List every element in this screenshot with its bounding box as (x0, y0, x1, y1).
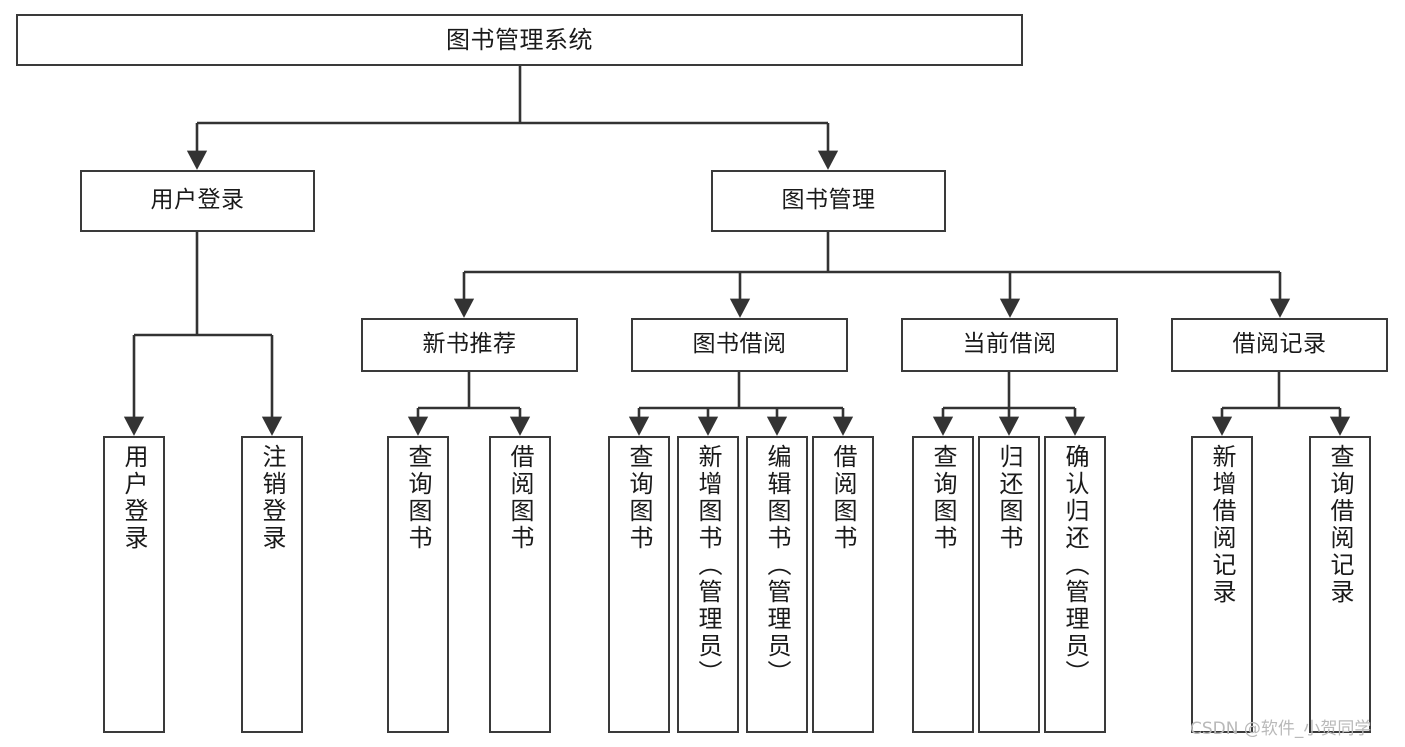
leaf-confirm-return-admin[interactable]: 确认归还（管理员） (1044, 436, 1106, 733)
leaf-add-book-admin[interactable]: 新增图书（管理员） (677, 436, 739, 733)
node-label: 查询借阅记录 (1326, 444, 1354, 606)
node-label: 确认归还（管理员） (1061, 444, 1089, 687)
node-label: 用户登录 (150, 187, 245, 214)
node-label: 当前借阅 (962, 331, 1057, 358)
leaf-user-login[interactable]: 用户登录 (103, 436, 165, 733)
node-book-management[interactable]: 图书管理 (711, 170, 946, 232)
node-label: 图书借阅 (692, 331, 787, 358)
node-label: 借阅图书 (506, 444, 534, 552)
leaf-return-book[interactable]: 归还图书 (978, 436, 1040, 733)
node-label: 查询图书 (404, 444, 432, 552)
leaf-borrow-book-new[interactable]: 借阅图书 (489, 436, 551, 733)
node-new-book-recommendation[interactable]: 新书推荐 (361, 318, 578, 372)
node-label: 新增借阅记录 (1208, 444, 1236, 606)
node-label: 新增图书（管理员） (694, 444, 722, 687)
node-label: 借阅记录 (1232, 331, 1327, 358)
node-label: 归还图书 (995, 444, 1023, 552)
leaf-query-borrow-record[interactable]: 查询借阅记录 (1309, 436, 1371, 733)
leaf-borrow-book[interactable]: 借阅图书 (812, 436, 874, 733)
node-user-login[interactable]: 用户登录 (80, 170, 315, 232)
leaf-add-borrow-record[interactable]: 新增借阅记录 (1191, 436, 1253, 733)
node-root-book-management-system[interactable]: 图书管理系统 (16, 14, 1023, 66)
leaf-query-book-new[interactable]: 查询图书 (387, 436, 449, 733)
node-label: 查询图书 (625, 444, 653, 552)
csdn-watermark: CSDN @软件_小贺同学 (1190, 719, 1372, 739)
node-label: 借阅图书 (829, 444, 857, 552)
node-label: 用户登录 (120, 444, 148, 552)
node-label: 图书管理系统 (446, 25, 593, 54)
leaf-logout[interactable]: 注销登录 (241, 436, 303, 733)
node-label: 编辑图书（管理员） (763, 444, 791, 687)
node-borrow-records[interactable]: 借阅记录 (1171, 318, 1388, 372)
node-book-borrowing[interactable]: 图书借阅 (631, 318, 848, 372)
node-label: 注销登录 (258, 444, 286, 552)
leaf-edit-book-admin[interactable]: 编辑图书（管理员） (746, 436, 808, 733)
node-label: 新书推荐 (422, 331, 517, 358)
node-current-borrowing[interactable]: 当前借阅 (901, 318, 1118, 372)
node-label: 查询图书 (929, 444, 957, 552)
leaf-query-book-borrow[interactable]: 查询图书 (608, 436, 670, 733)
node-label: 图书管理 (781, 187, 876, 214)
leaf-query-book-current[interactable]: 查询图书 (912, 436, 974, 733)
